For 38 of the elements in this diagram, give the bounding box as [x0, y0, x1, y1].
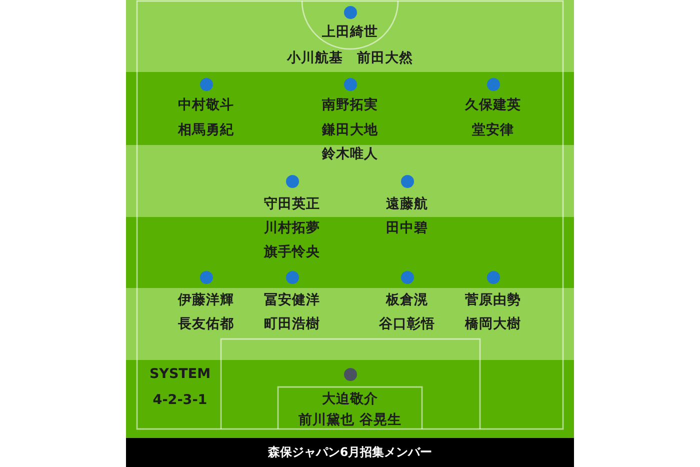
player-name: 大迫敬介: [322, 392, 378, 408]
dot-icon: [400, 270, 414, 284]
player-name: 鈴木唯人: [322, 147, 378, 163]
player-name: 遠藤航: [386, 197, 428, 213]
dot-icon: [200, 270, 212, 284]
player-name: 板倉滉: [386, 293, 428, 309]
player-name: 町田浩樹: [264, 317, 320, 333]
player-name: 守田英正: [264, 197, 320, 213]
player-name: 小川航基 前田大然: [287, 51, 413, 67]
dot-icon: [200, 78, 212, 90]
dot-icon: [486, 78, 500, 90]
dot-icon: [286, 270, 298, 284]
player-name: 田中碧: [386, 221, 428, 237]
player-name: 冨安健洋: [264, 293, 320, 309]
player-name: 相馬勇紀: [178, 123, 234, 139]
player-name: 堂安律: [472, 123, 514, 139]
dot-icon: [344, 78, 356, 90]
player-name: 前川黛也 谷晃生: [298, 413, 402, 429]
player-name: 伊藤洋輝: [178, 293, 234, 309]
dot-icon: [286, 174, 298, 188]
player-name: 南野拓実: [322, 98, 378, 114]
player-name: 旗手怜央: [264, 245, 320, 261]
dot-icon: [486, 270, 500, 284]
formation-text: 4-2-3-1: [152, 393, 208, 409]
player-name: 長友佑都: [178, 317, 234, 333]
player-name: 上田綺世: [322, 25, 378, 41]
dot-icon: [344, 6, 356, 18]
player-name: 久保建英: [465, 98, 521, 114]
player-name: 谷口彰悟: [379, 317, 435, 333]
dot-icon: [344, 368, 356, 380]
dot-icon: [400, 174, 414, 188]
caption-text: 森保ジャパン6月招集メンバー: [268, 446, 432, 460]
player-name: 川村拓夢: [264, 221, 320, 237]
system-heading: SYSTEM: [149, 367, 211, 383]
player-name: 菅原由勢: [465, 293, 521, 309]
player-name: 鎌田大地: [322, 123, 378, 139]
player-name: 中村敬斗: [178, 98, 234, 114]
player-name: 橋岡大樹: [465, 317, 521, 333]
